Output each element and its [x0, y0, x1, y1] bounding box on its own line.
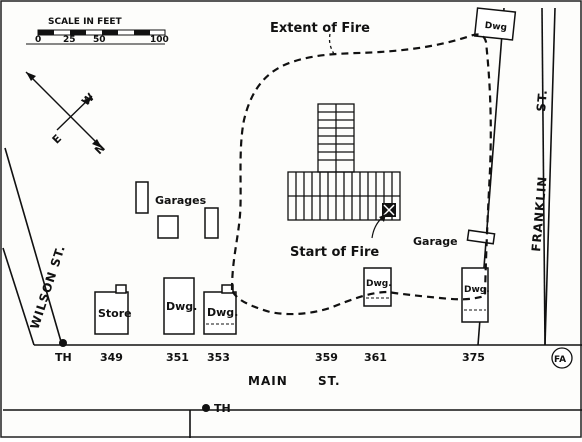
label-extent-of-fire: Extent of Fire — [270, 21, 370, 36]
address-359: 359 — [315, 351, 338, 364]
burned-building — [287, 103, 401, 221]
label-fa: FA — [554, 355, 566, 365]
label-start-of-fire: Start of Fire — [290, 245, 379, 260]
street-wilson: WILSON ST. — [28, 243, 69, 331]
dwelling-top — [473, 7, 517, 41]
dwelling-361 — [363, 267, 392, 307]
hydrant-1-icon: TH — [55, 339, 72, 364]
garage-2 — [157, 215, 179, 239]
fire-extent-boundary — [230, 33, 492, 316]
compass-e: E — [50, 132, 65, 147]
label-hydrant-2: TH — [214, 402, 231, 415]
garage-3 — [204, 207, 219, 239]
street-lines — [2, 7, 582, 438]
scale-bar: SCALE IN FEET 0 25 50 100 — [26, 17, 169, 45]
label-garage: Garage — [413, 235, 458, 248]
scale-tick-25: 25 — [63, 35, 76, 45]
address-numbers: 349 351 353 359 361 375 — [100, 351, 485, 364]
scale-tick-50: 50 — [93, 35, 106, 45]
street-franklin-suffix: ST. — [534, 89, 550, 113]
street-main: MAIN — [248, 374, 288, 388]
address-353: 353 — [207, 351, 230, 364]
label-store: Store — [98, 307, 132, 320]
label-dwg-351: Dwg. — [166, 300, 197, 313]
fa-badge-icon: FA — [551, 347, 573, 369]
extent-leader — [328, 33, 335, 55]
dwelling-375 — [461, 267, 489, 323]
label-garages: Garages — [155, 194, 207, 207]
label-hydrant-1: TH — [55, 351, 72, 364]
label-dwg-353: Dwg. — [207, 306, 238, 319]
address-351: 351 — [166, 351, 189, 364]
buildings — [94, 7, 517, 335]
address-361: 361 — [364, 351, 387, 364]
street-franklin: FRANKLIN — [529, 175, 550, 252]
store-building — [94, 291, 129, 335]
label-dwg-375: Dwg. — [464, 285, 490, 295]
label-dwg-361: Dwg. — [366, 279, 392, 289]
address-375: 375 — [462, 351, 485, 364]
dwelling-351 — [163, 277, 195, 335]
scale-tick-0: 0 — [35, 35, 41, 45]
start-of-fire-icon — [371, 203, 396, 239]
garage-1 — [135, 181, 149, 214]
garage-small — [466, 229, 496, 245]
hydrant-2-icon: TH — [202, 402, 231, 415]
compass-icon: E W N — [25, 71, 108, 157]
scale-title: SCALE IN FEET — [48, 17, 123, 27]
scale-tick-100: 100 — [150, 35, 169, 45]
address-349: 349 — [100, 351, 123, 364]
street-main-suffix: ST. — [318, 374, 341, 388]
label-dwg-top: Dwg — [484, 21, 507, 33]
dwelling-353 — [203, 291, 237, 335]
